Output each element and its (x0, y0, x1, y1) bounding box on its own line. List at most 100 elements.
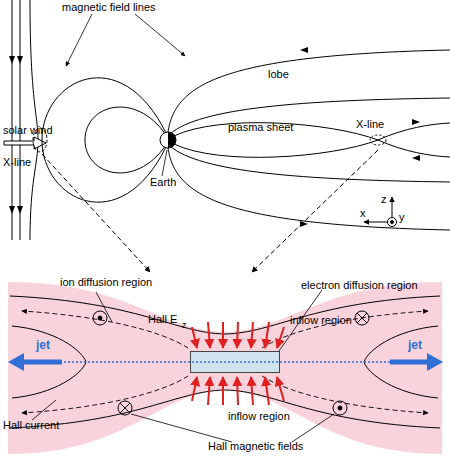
leader-line (66, 14, 92, 66)
field-line (10, 390, 440, 428)
region-label: electron diffusion region (301, 279, 418, 292)
hall-electric-field-arrows (192, 322, 284, 405)
arrowhead (412, 155, 420, 161)
hall-current-lines (22, 311, 428, 413)
field-direction-arrows (9, 47, 420, 227)
axis-y-dot (391, 221, 394, 224)
arrowhead (17, 56, 23, 64)
field-arrow (222, 377, 224, 405)
hall-current-line (22, 376, 188, 413)
field-arrow (265, 322, 269, 348)
leader-line (135, 14, 185, 56)
leader-line (292, 414, 334, 442)
arrowhead (9, 56, 15, 64)
leader-line (279, 290, 322, 351)
axis-x (364, 222, 387, 223)
into-page-symbol (355, 311, 369, 325)
field-line (378, 123, 450, 140)
arrowhead (300, 47, 308, 53)
out-of-page-dot (338, 406, 342, 410)
arrowhead (17, 206, 23, 214)
field-line (168, 50, 450, 132)
zoom-arrows (42, 150, 378, 272)
hall-field-symbols (93, 311, 369, 415)
field-line (12, 326, 86, 398)
jet-shaft (22, 360, 62, 365)
into-page-cross (357, 313, 367, 323)
leader-line (32, 400, 56, 420)
field-arrow (237, 377, 238, 405)
field-line-label: magnetic field lines (62, 1, 156, 14)
x-line-label: X-line (3, 156, 31, 169)
hall-current-line (262, 311, 428, 348)
region-label: ion diffusion region (60, 276, 152, 289)
x-line-marker (370, 135, 386, 145)
jet-arrows (8, 353, 443, 371)
jet-shaft (390, 360, 428, 365)
axis-label: y (399, 211, 405, 224)
axis-label: z (381, 193, 387, 206)
out-of-page-symbol (333, 401, 347, 415)
earth-night-side (168, 132, 176, 148)
field-arrow (208, 322, 210, 348)
electron-diffusion-region: electron diffusion region (190, 351, 280, 373)
arrowhead (412, 119, 420, 125)
solar-wind-label: solar wind (3, 124, 53, 137)
field-line (20, 0, 21, 240)
hall-current-line (262, 376, 428, 413)
field-line (10, 296, 440, 334)
earth-symbol (160, 132, 176, 148)
axes-symbol (364, 197, 397, 227)
field-line (42, 78, 166, 202)
out-of-page-dot (98, 316, 102, 320)
field-arrow (277, 327, 284, 348)
field-line (170, 98, 450, 134)
field-line (12, 0, 13, 240)
zoom-arrow (42, 154, 150, 272)
arrowhead (300, 221, 308, 227)
solar-wind-arrow (4, 137, 46, 149)
reconnection-field-lines (10, 296, 440, 428)
region-label: lobe (268, 68, 289, 81)
field-arrow (265, 377, 269, 405)
jet-head (8, 353, 24, 371)
hall-field-label: Hall magnetic fields (208, 440, 303, 453)
axis-label: x (360, 207, 366, 220)
axis-y-circle (388, 218, 397, 227)
ion-diffusion-region: ion diffusion regionelectron diffusion r… (8, 282, 442, 454)
region-label: inflow region (228, 410, 290, 423)
field-line (85, 107, 166, 173)
field-arrow (251, 377, 253, 405)
field-line (170, 146, 450, 182)
jet-head (427, 353, 443, 371)
field-line (364, 326, 438, 398)
current-sheet-line (60, 361, 392, 363)
earth-label: Earth (150, 176, 176, 189)
field-arrow (192, 377, 197, 401)
hall-current-line (22, 311, 188, 348)
leader-line (131, 414, 232, 442)
field-arrow (251, 322, 253, 348)
into-page-cross (120, 403, 130, 413)
leader-line (96, 292, 112, 322)
out-of-page-symbol (93, 311, 107, 325)
region-fill (8, 282, 442, 454)
field-arrow (192, 327, 197, 348)
region-label: plasma sheet (228, 121, 293, 134)
x-line-label: X-line (356, 118, 384, 131)
field-arrow (222, 322, 224, 348)
field-arrow (208, 377, 210, 405)
field-line (378, 140, 450, 157)
field-line (174, 123, 378, 158)
solar-wind-field-lines (12, 0, 38, 240)
x-line-marker (33, 128, 47, 152)
field-arrow (277, 377, 284, 401)
leader-lines (66, 14, 185, 176)
leader-line (162, 150, 167, 176)
earth-circle (160, 132, 176, 148)
into-page-symbol (118, 401, 132, 415)
zoom-arrow (252, 150, 378, 272)
leader-lines (32, 290, 334, 442)
